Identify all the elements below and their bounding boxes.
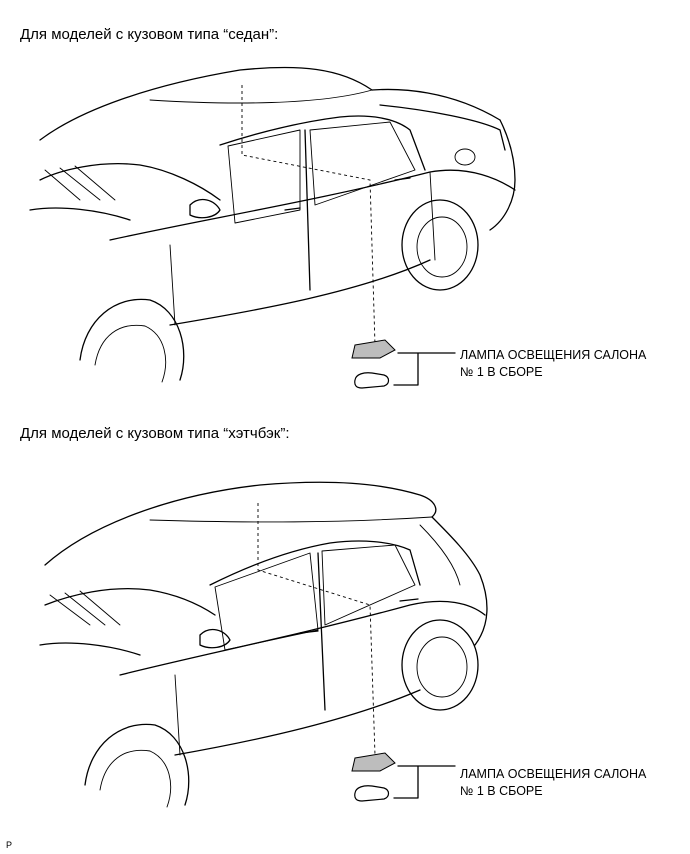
hatchback-callout-line1: ЛАМПА ОСВЕЩЕНИЯ САЛОНА xyxy=(460,767,647,781)
hatchback-car-illustration xyxy=(39,481,488,808)
sedan-location-line xyxy=(241,85,376,346)
sedan-lamp-callout: ЛАМПА ОСВЕЩЕНИЯ САЛОНА № 1 В СБОРЕ xyxy=(460,347,646,381)
sedan-trunk-line xyxy=(379,104,506,151)
hatchback-lamp-callout: ЛАМПА ОСВЕЩЕНИЯ САЛОНА № 1 В СБОРЕ xyxy=(460,766,646,800)
sedan-heading: Для моделей с кузовом типа “седан”: xyxy=(20,26,279,43)
hatchback-lamp-housing xyxy=(351,752,396,772)
hatchback-hood xyxy=(44,588,216,616)
hatchback-leader-line xyxy=(393,765,456,799)
hatchback-rear-wheel xyxy=(401,619,479,711)
hatchback-location-line xyxy=(257,503,376,756)
sedan-leader-line xyxy=(393,352,456,386)
sedan-lamp-housing xyxy=(351,339,396,359)
hatchback-lamp-lens xyxy=(354,785,390,802)
sedan-callout-line1: ЛАМПА ОСВЕЩЕНИЯ САЛОНА xyxy=(460,348,647,362)
hatchback-rear-hatch xyxy=(431,516,488,646)
sedan-car-illustration xyxy=(29,66,516,389)
sedan-rear-wheel xyxy=(401,199,479,291)
sedan-body-side xyxy=(109,169,516,241)
hatchback-roof-line xyxy=(44,481,437,566)
hatchback-body-side xyxy=(119,600,486,676)
sedan-front-wheel xyxy=(79,298,185,381)
hatchback-front-wheel xyxy=(84,723,190,806)
hatchback-window-frame xyxy=(209,540,421,586)
sedan-callout-line2: № 1 В СБОРЕ xyxy=(460,365,543,379)
sedan-mirror xyxy=(189,198,221,219)
sedan-window-frame xyxy=(219,115,426,171)
sedan-roof-line xyxy=(39,66,373,141)
sedan-hood xyxy=(39,163,221,201)
hatchback-heading: Для моделей с кузовом типа “хэтчбэк”: xyxy=(20,425,290,442)
sedan-lamp-lens xyxy=(354,372,390,389)
hatchback-callout-line2: № 1 В СБОРЕ xyxy=(460,784,543,798)
figure-code: P xyxy=(6,840,13,850)
hatchback-mirror xyxy=(199,628,231,649)
